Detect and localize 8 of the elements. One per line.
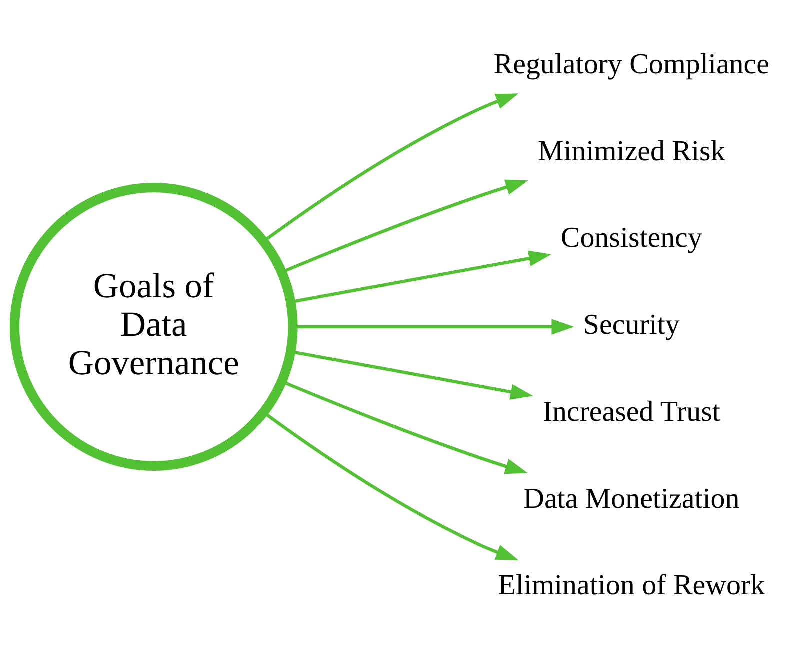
node-text: Elimination of Rework: [498, 570, 766, 602]
node-text: Security: [583, 309, 680, 342]
node-text: Minimized Risk: [538, 135, 726, 168]
node-text: Data Monetization: [524, 482, 740, 515]
node-circle: Goals of Data Governance: [10, 183, 298, 471]
node-text: Consistency: [560, 222, 702, 254]
node-text: Increased Trust: [542, 396, 720, 428]
node-text: Regulatory Compliance: [494, 48, 770, 80]
